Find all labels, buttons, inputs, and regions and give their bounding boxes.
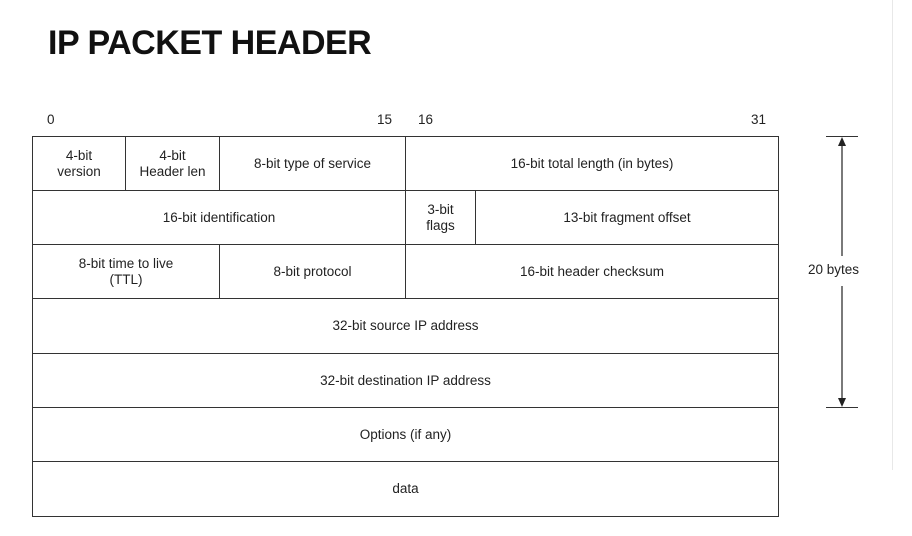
- grid-line: [125, 136, 126, 190]
- bit-label-15: 15: [377, 112, 393, 127]
- bit-label-0: 0: [47, 112, 55, 127]
- field-header-checksum: 16-bit header checksum: [519, 263, 665, 279]
- field-options: Options (if any): [359, 426, 452, 442]
- field-destination-ip: 32-bit destination IP address: [320, 372, 491, 388]
- field-identification: 16-bit identification: [162, 209, 276, 225]
- grid-line: [32, 407, 779, 408]
- grid-line: [32, 461, 779, 462]
- grid-line: [219, 244, 220, 298]
- field-total-length: 16-bit total length (in bytes): [510, 155, 674, 171]
- grid-line: [32, 136, 33, 517]
- bit-label-31: 31: [751, 112, 767, 127]
- field-source-ip: 32-bit source IP address: [332, 318, 479, 333]
- grid-line: [778, 136, 779, 517]
- grid-line: [219, 136, 220, 190]
- grid-line: [32, 516, 779, 517]
- field-version: 4-bit version: [57, 147, 101, 179]
- bit-label-16: 16: [418, 112, 434, 127]
- grid-line: [405, 136, 406, 190]
- grid-line: [32, 353, 779, 354]
- grid-line: [405, 244, 406, 298]
- field-data: data: [392, 481, 419, 496]
- arrow-down-icon: [838, 398, 846, 407]
- field-header-length: 4-bit Header len: [139, 147, 206, 179]
- arrow-up-icon: [838, 137, 846, 146]
- field-flags: 3-bit flags: [426, 201, 455, 233]
- size-annotation: 20 bytes: [808, 262, 860, 277]
- grid-line: [475, 190, 476, 244]
- page-edge-divider: [892, 0, 893, 470]
- grid-line: [405, 190, 406, 244]
- grid-line: [32, 298, 779, 299]
- field-protocol: 8-bit protocol: [273, 263, 352, 279]
- field-fragment-offset: 13-bit fragment offset: [563, 209, 691, 225]
- field-type-of-service: 8-bit type of service: [253, 155, 372, 171]
- field-ttl: 8-bit time to live (TTL): [78, 255, 174, 287]
- page-title: IP PACKET HEADER: [48, 24, 372, 62]
